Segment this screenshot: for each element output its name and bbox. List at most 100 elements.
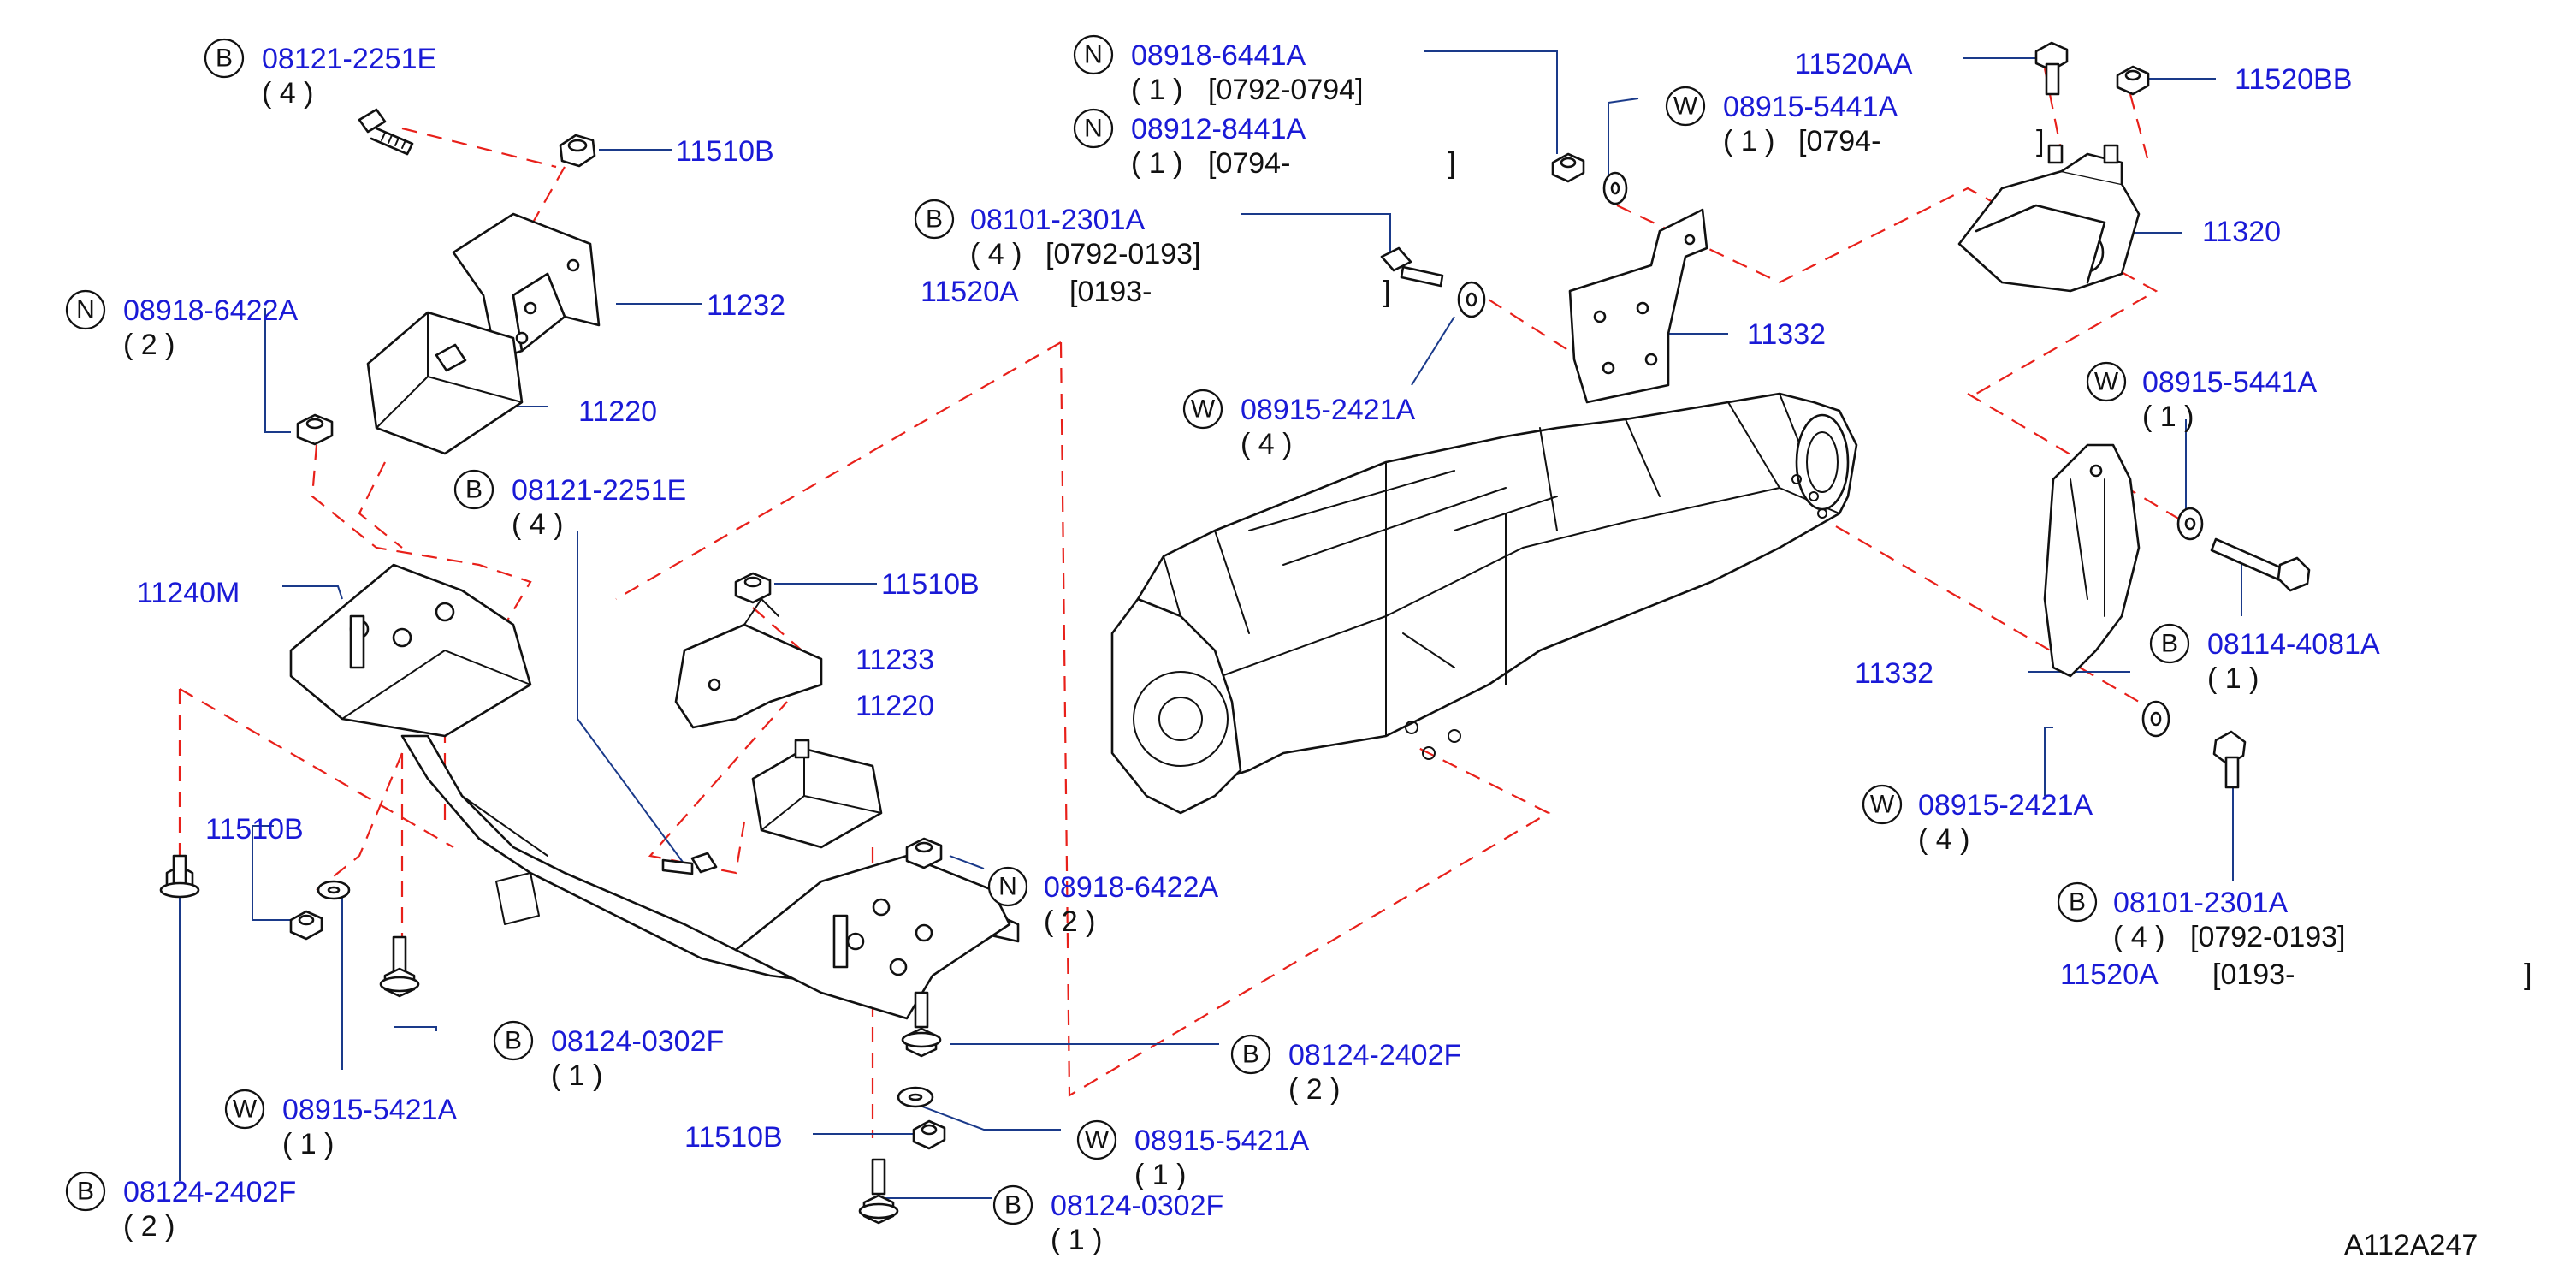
- part-number: 08918-6422A: [123, 294, 299, 327]
- callout-08915-5441A-right: W 08915-5441A ( 1 ): [2086, 361, 2318, 433]
- crossmember-bracket-icon: [289, 563, 532, 738]
- quantity: ( 4 ): [262, 77, 313, 110]
- date-range-end: ]: [1448, 147, 1455, 180]
- bolt-icon: [2210, 537, 2311, 592]
- nut-icon: [734, 572, 772, 604]
- nut-icon: [912, 1119, 946, 1150]
- rear-bracket-icon: [1568, 208, 1708, 404]
- quantity: ( 1 ): [2207, 662, 2259, 695]
- letter-circle: [204, 38, 245, 79]
- callout-letter: B: [2069, 888, 2086, 917]
- bolt-icon: [379, 935, 420, 998]
- part-number: 11520BB: [2235, 63, 2352, 96]
- date-range-end: ]: [2036, 125, 2044, 157]
- bolt-icon: [858, 1158, 899, 1225]
- part-number: 11220: [856, 690, 934, 722]
- bolt-icon: [1380, 246, 1444, 288]
- callout-08124-2402F-left: B 08124-2402F ( 2 ): [65, 1171, 296, 1243]
- rubber-insulator-icon: [366, 311, 524, 455]
- figure-id: A112A247: [2344, 1229, 2478, 1261]
- callout-letter: B: [505, 1027, 522, 1055]
- callout-letter: B: [1004, 1191, 1022, 1220]
- washer-icon: [2141, 700, 2170, 738]
- part-number: 11220: [578, 395, 657, 428]
- callout-08124-0302F-left: B 08124-0302F ( 1 ): [493, 1020, 724, 1092]
- callout-08915-2421A-lower: W 08915-2421A ( 4 ): [1862, 784, 2093, 856]
- callout-08912-8441A: N 08912-8441A ( 1 ) [0794- ]: [1073, 108, 1455, 180]
- callout-08915-2421A-upper: W 08915-2421A ( 4 ): [1182, 389, 1416, 460]
- callout-08114-4081A: B 08114-4081A ( 1 ): [2149, 623, 2380, 695]
- part-number: 08101-2301A: [970, 204, 1146, 236]
- part-number: 08124-2402F: [1288, 1039, 1461, 1071]
- date-range-end: ]: [1383, 276, 1390, 308]
- nut-icon: [296, 413, 334, 446]
- callout-08101-2301A-upper: B 08101-2301A ( 4 ) [0792-0193]: [914, 199, 1201, 270]
- quantity: ( 1 ): [1051, 1224, 1102, 1256]
- part-number: 08915-5441A: [2142, 366, 2318, 399]
- quantity: ( 1 ): [551, 1059, 602, 1092]
- washer-icon: [1602, 171, 1628, 205]
- callout-letter: B: [1242, 1041, 1259, 1069]
- mount-bracket-icon: [452, 212, 601, 361]
- callout-letter: B: [2161, 630, 2178, 658]
- mount-bracket-icon: [674, 598, 823, 729]
- callout-letter: N: [76, 296, 95, 324]
- part-number: 08915-2421A: [1918, 789, 2093, 822]
- part-number: 08124-0302F: [1051, 1190, 1223, 1222]
- bolt-icon: [901, 991, 942, 1058]
- date-range: [0792-0193]: [2190, 921, 2346, 953]
- part-number: 11232: [707, 289, 785, 322]
- part-number: 11320: [2202, 216, 2281, 248]
- quantity: ( 1 ): [1131, 147, 1182, 180]
- date-range: [0792-0794]: [1208, 74, 1364, 106]
- callout-letter: W: [2094, 368, 2119, 396]
- bolt-icon: [2212, 730, 2247, 789]
- part-number: 11520AA: [1795, 48, 1913, 80]
- rear-bracket-icon: [2043, 443, 2141, 678]
- date-range: [0794-: [1798, 125, 1880, 157]
- callout-11520A-upper: 11520A [0193- ]: [921, 276, 1390, 308]
- callout-letter: N: [1084, 115, 1103, 143]
- part-number: 11332: [1747, 318, 1826, 351]
- washer-icon: [2176, 507, 2204, 541]
- quantity: ( 1 ): [282, 1128, 334, 1160]
- rear-mount-insulator-icon: [1957, 144, 2141, 293]
- part-number: 08124-2402F: [123, 1176, 296, 1208]
- part-number: 11520A: [921, 276, 1019, 308]
- callout-08918-6422A-mid: N 08918-6422A ( 2 ): [987, 866, 1219, 938]
- washer-icon: [317, 880, 351, 900]
- bolt-icon: [661, 852, 718, 875]
- nut-icon: [2116, 65, 2150, 96]
- callout-08101-2301A-lower: B 08101-2301A ( 4 ) [0792-0193]: [2057, 881, 2346, 953]
- callout-08918-6422A-left: N 08918-6422A ( 2 ): [65, 289, 299, 361]
- callout-11520A-lower: 11520A [0193- ]: [2060, 958, 2532, 991]
- quantity: ( 1 ): [2142, 401, 2194, 433]
- quantity: ( 1 ): [1723, 125, 1774, 157]
- date-range: [0792-0193]: [1045, 238, 1201, 270]
- callout-letter: W: [1673, 92, 1698, 121]
- quantity: ( 4 ): [512, 508, 563, 541]
- nut-icon: [289, 910, 323, 941]
- callout-letter: N: [998, 873, 1017, 901]
- callout-letter: B: [465, 476, 483, 504]
- bolt-icon: [2034, 41, 2069, 96]
- washer-icon: [897, 1086, 934, 1108]
- bolt-icon: [159, 854, 200, 899]
- callout-letter: W: [233, 1095, 258, 1124]
- part-number: 08124-0302F: [551, 1025, 724, 1058]
- part-number: 08915-2421A: [1241, 394, 1416, 426]
- bolt-icon: [358, 108, 414, 156]
- date-range: [0193-: [1069, 276, 1152, 308]
- callout-08121-2251E-top: B 08121-2251E ( 4 ): [204, 38, 436, 110]
- washer-icon: [1457, 281, 1486, 318]
- date-range-end: ]: [2524, 958, 2532, 991]
- quantity: ( 2 ): [1044, 905, 1095, 938]
- callout-08124-0302F-bottom: B 08124-0302F ( 1 ): [992, 1184, 1223, 1256]
- quantity: ( 2 ): [123, 329, 175, 361]
- quantity: ( 4 ): [1241, 428, 1292, 460]
- callout-letter: N: [1084, 41, 1103, 69]
- part-number: 08101-2301A: [2113, 887, 2289, 919]
- part-number: 08121-2251E: [512, 474, 686, 507]
- callout-letter: B: [216, 45, 233, 73]
